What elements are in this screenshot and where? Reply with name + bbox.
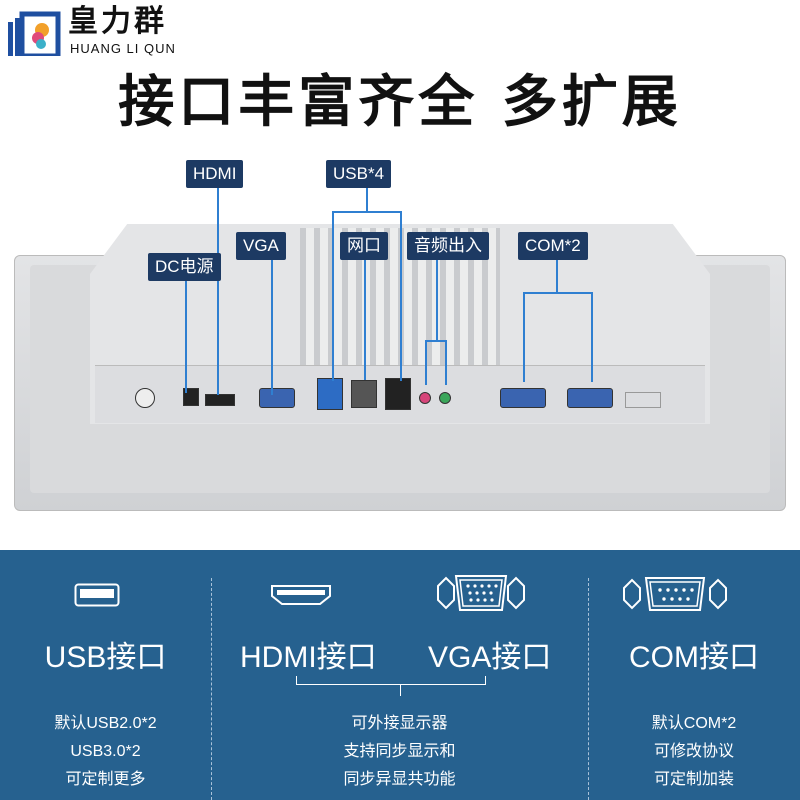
vga-icon <box>436 574 526 612</box>
hdmi-icon <box>270 584 332 606</box>
display-description: 可外接显示器 支持同步显示和 同步异显共功能 <box>211 710 588 794</box>
callout-line <box>364 260 366 380</box>
desc-line: 可定制加装 <box>653 771 734 788</box>
callout-line <box>556 260 558 292</box>
com-icon <box>622 576 728 612</box>
callout-line <box>445 340 447 385</box>
usb-ports-icon <box>385 378 411 410</box>
desc-line: 同步异显共功能 <box>343 771 456 788</box>
desc-line: 可定制更多 <box>65 771 146 788</box>
desc-line: 支持同步显示和 <box>343 743 456 760</box>
callout-usb: USB*4 <box>326 160 392 188</box>
com-port-icon <box>500 388 546 408</box>
vga-title: VGA接口 <box>428 641 552 674</box>
callout-lan: 网口 <box>340 232 388 260</box>
callout-line <box>332 211 334 381</box>
audio-out-icon <box>419 392 431 404</box>
desc-line: USB3.0*2 <box>70 743 141 760</box>
callout-com: COM*2 <box>518 232 588 260</box>
lan-port-icon <box>351 380 377 408</box>
page-title: 接口丰富齐全 多扩展 <box>118 70 682 135</box>
callout-line <box>217 188 219 395</box>
com-port-icon <box>567 388 613 408</box>
bracket-line <box>400 684 401 696</box>
brand-logo-icon <box>8 10 62 56</box>
divider <box>588 578 589 800</box>
callout-line <box>523 292 593 294</box>
callout-line <box>366 188 368 212</box>
desc-line: 可外接显示器 <box>351 715 448 732</box>
bracket-line <box>296 684 486 685</box>
dc-port-icon <box>183 388 199 406</box>
callout-audio: 音频出入 <box>407 232 489 260</box>
bracket-line <box>296 676 297 685</box>
vga-port-icon <box>259 388 295 408</box>
desc-line: 可修改协议 <box>653 743 734 760</box>
com-description: 默认COM*2 可修改协议 可定制加装 <box>588 710 800 794</box>
brand-name-en: HUANG LI QUN <box>70 41 176 56</box>
callout-dc: DC电源 <box>148 253 221 281</box>
callout-line <box>425 340 447 342</box>
bracket-line <box>485 676 486 685</box>
callout-line <box>400 211 402 381</box>
usb-title: USB接口 <box>44 641 167 674</box>
brand-name: 皇力群 <box>68 5 167 38</box>
com-title: COM接口 <box>629 641 759 674</box>
desc-line: 默认COM*2 <box>651 715 737 732</box>
callout-vga: VGA <box>236 232 286 260</box>
usb-description: 默认USB2.0*2 USB3.0*2 可定制更多 <box>0 710 211 794</box>
desc-line: 默认USB2.0*2 <box>54 715 157 732</box>
callout-line <box>185 281 187 393</box>
features-band <box>0 550 800 800</box>
callout-hdmi: HDMI <box>186 160 244 188</box>
audio-in-icon <box>439 392 451 404</box>
callout-line <box>591 292 593 382</box>
callout-line <box>332 211 402 213</box>
callout-line <box>271 260 273 395</box>
callout-line <box>425 340 427 385</box>
callout-line <box>523 292 525 382</box>
divider <box>211 578 212 800</box>
usb-ports-icon <box>317 378 343 410</box>
vent-icon <box>625 392 661 408</box>
hdmi-title: HDMI接口 <box>240 641 377 674</box>
callout-line <box>436 260 438 340</box>
hdmi-port-icon <box>205 394 235 406</box>
usb-icon <box>74 583 120 607</box>
power-button-icon <box>135 388 155 408</box>
